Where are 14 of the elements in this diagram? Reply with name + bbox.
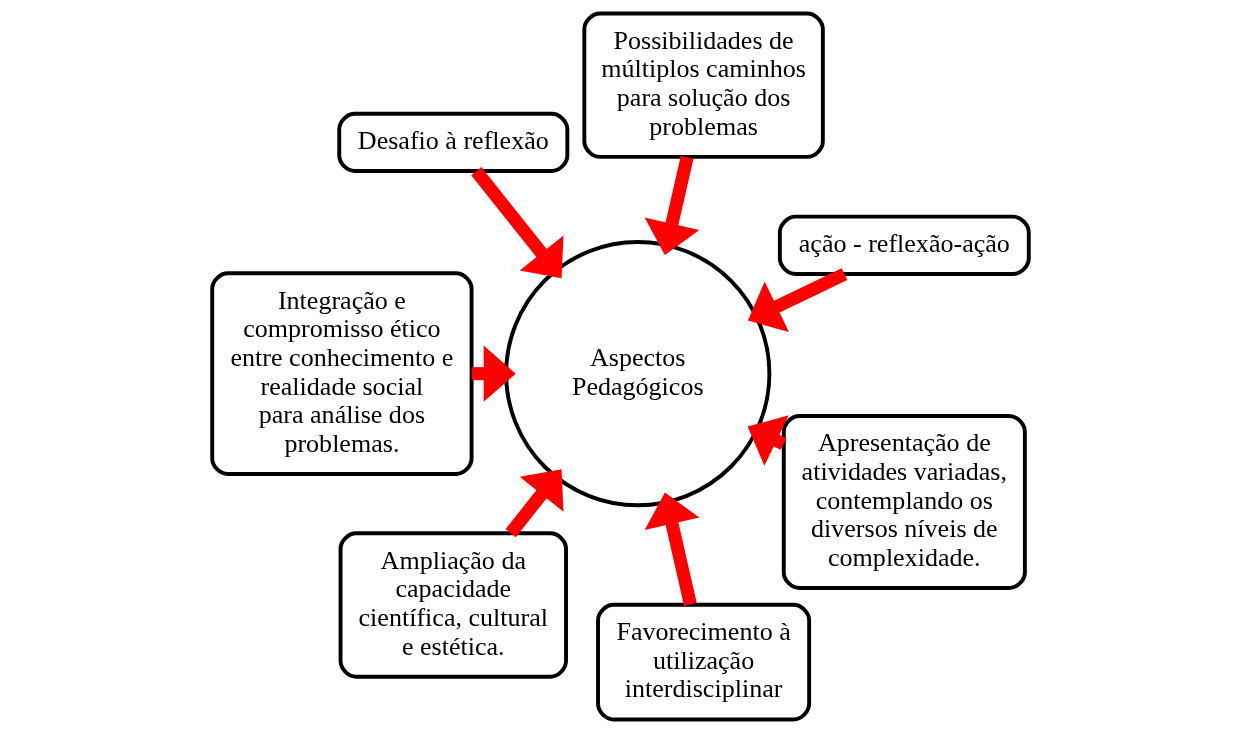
node-circle: Aspectos Pedagógicos (504, 240, 772, 508)
node-box: Favorecimento à utilização interdisciplinar (596, 602, 812, 722)
arrow (747, 268, 848, 332)
node-box: ação - reflexão-ação (777, 214, 1031, 276)
arrow (644, 492, 700, 606)
node-box: Possibilidades de múltiplos caminhos para solução dos problemas (582, 11, 825, 159)
node-box: Integração e compromisso ético entre conhecimento e realidade social para análise dos problemas. (210, 271, 474, 476)
node-box: Ampliação da capacidade científica, cultural e estética. (338, 531, 568, 679)
node-box: Desafio à reflexão (337, 111, 570, 173)
arrow (471, 167, 564, 279)
arrow (644, 155, 700, 255)
node-box: Apresentação de atividades variadas, contemplando os diversos níveis de complexidade. (781, 414, 1027, 590)
arrow (471, 345, 516, 402)
arrow (505, 469, 564, 538)
